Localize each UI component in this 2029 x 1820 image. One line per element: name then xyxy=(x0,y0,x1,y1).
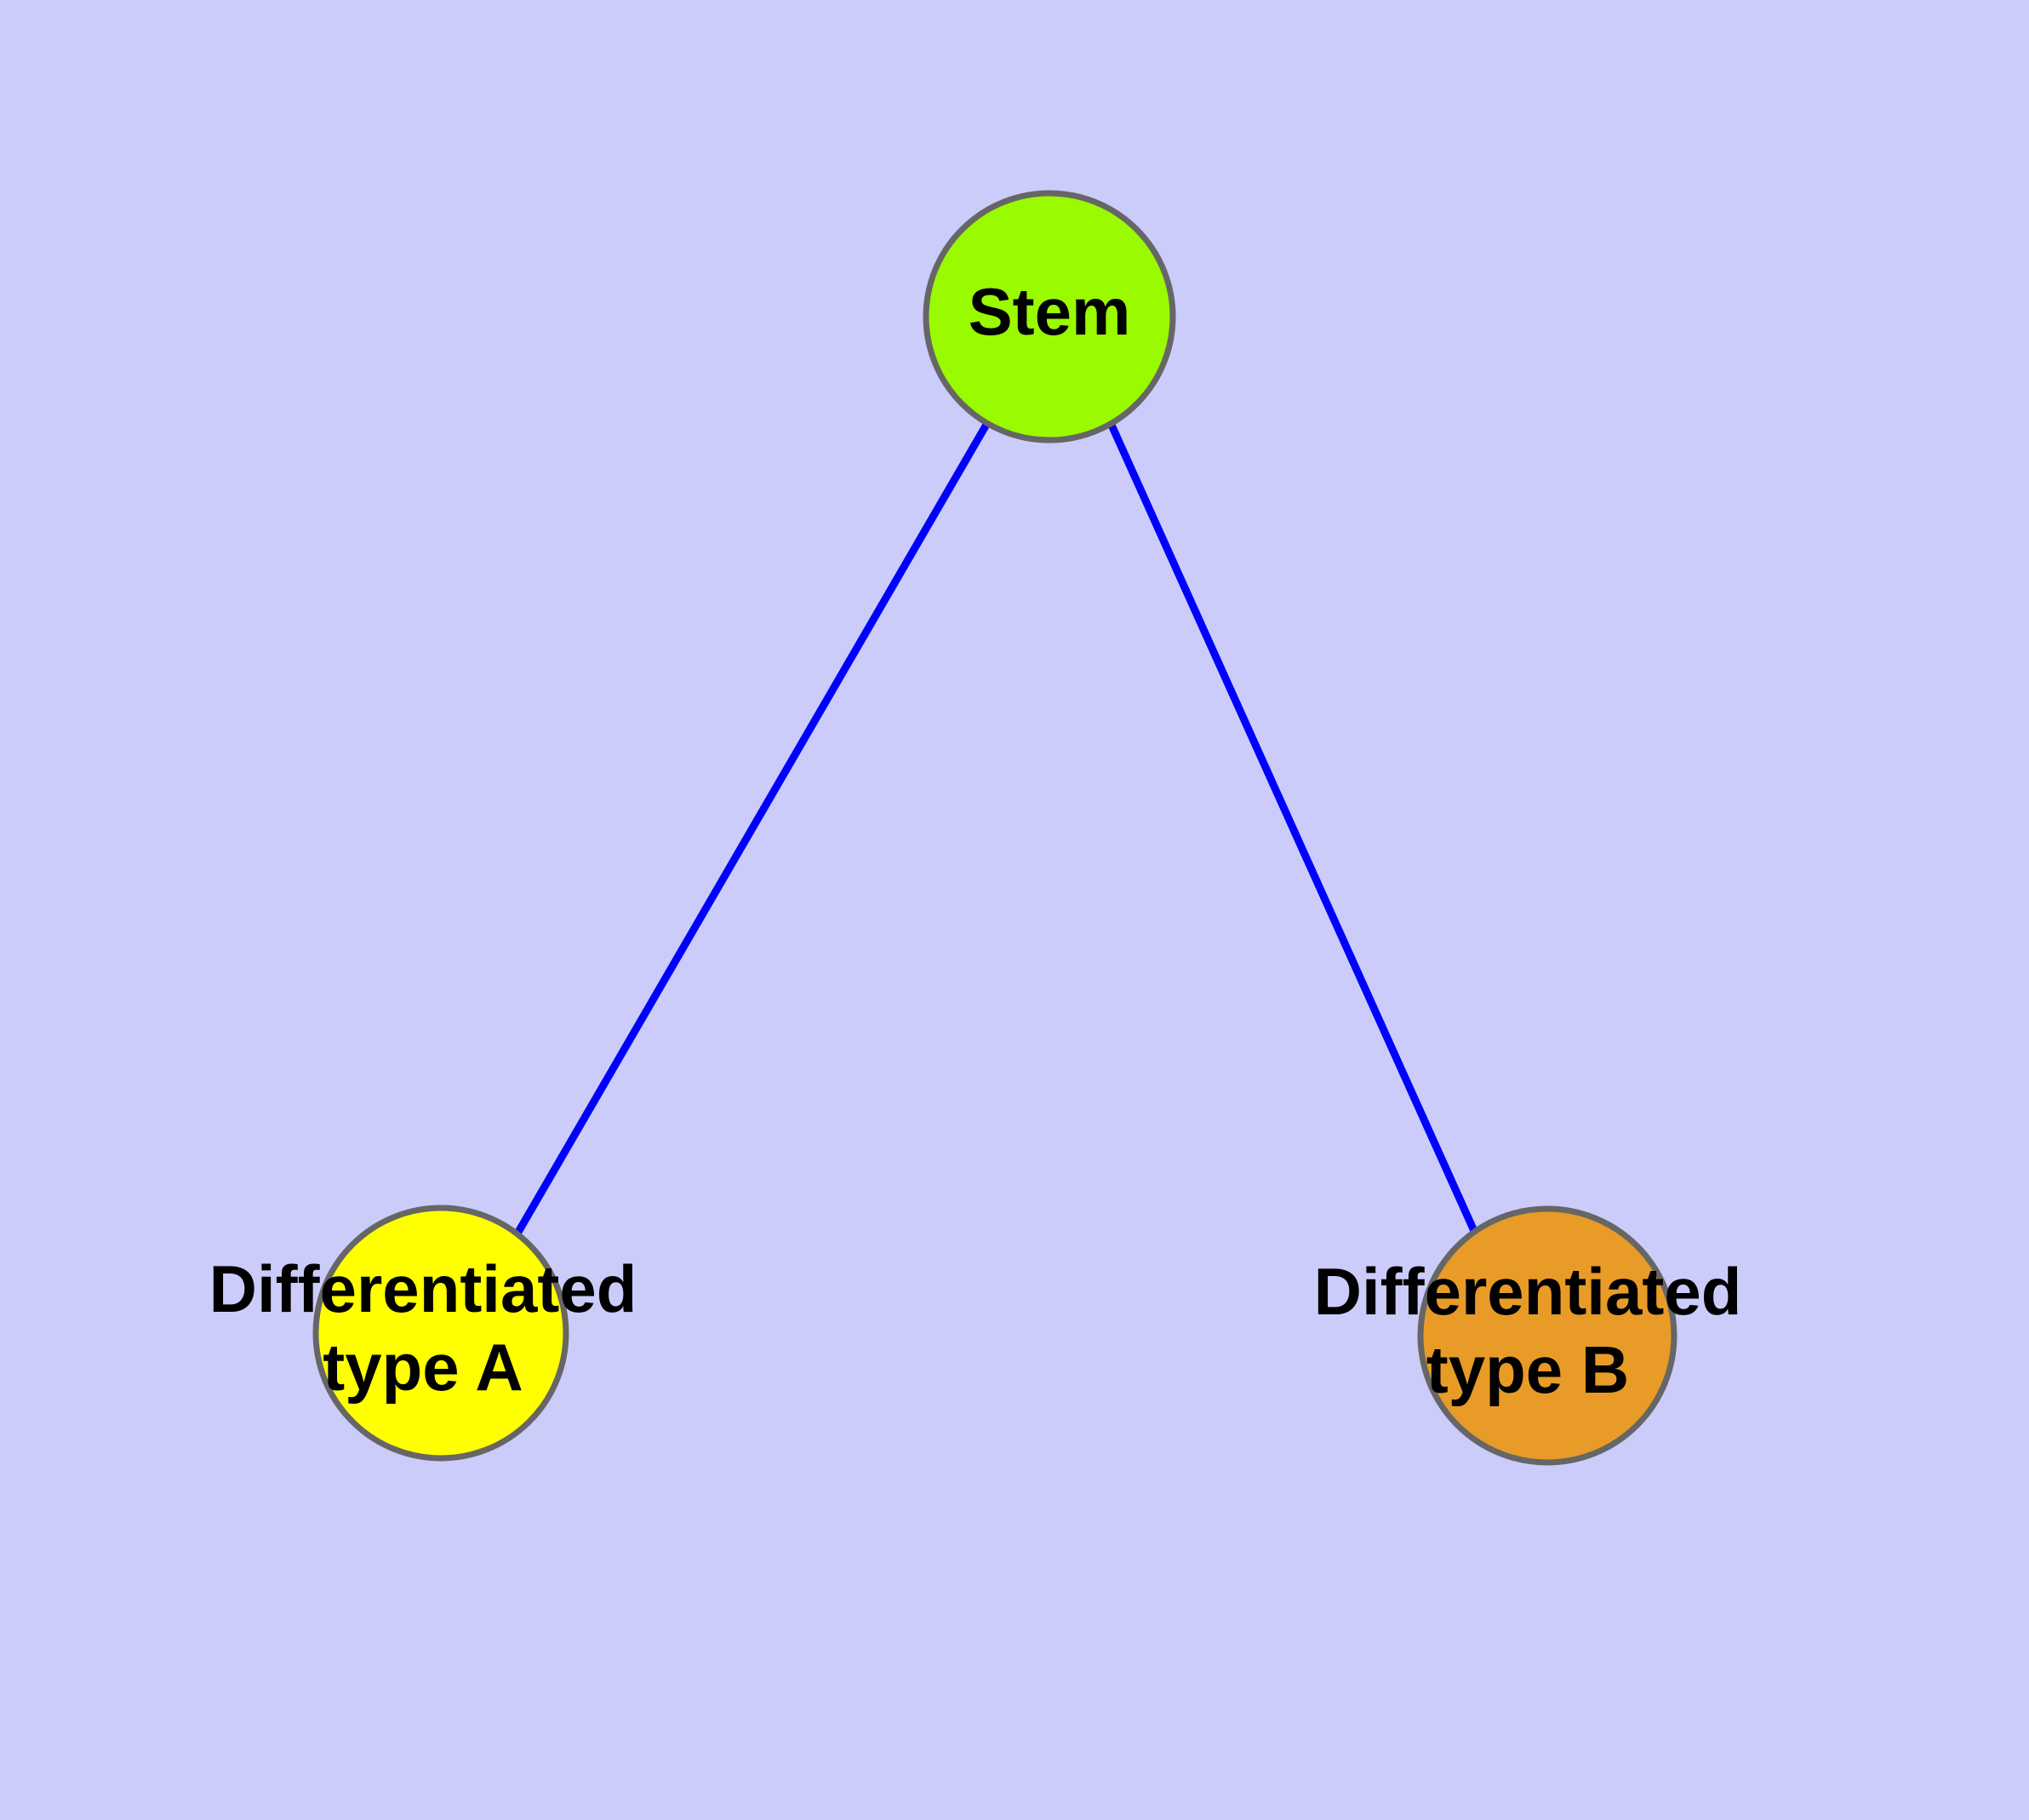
node-label-line: type B xyxy=(1426,1332,1629,1407)
node-label-line: Differentiated xyxy=(209,1251,637,1326)
edges-group xyxy=(514,421,1478,1236)
node-circle-stem[interactable] xyxy=(923,190,1176,444)
node-label-line: Stem xyxy=(969,274,1131,349)
node-label-line: type A xyxy=(323,1330,523,1405)
nodes-group xyxy=(312,190,1677,1466)
node-label-line: Differentiated xyxy=(1314,1254,1742,1329)
edge-stem-to-diff-b xyxy=(1106,421,1478,1233)
node-label-stem: Stem xyxy=(969,274,1131,349)
edge-stem-to-diff-a xyxy=(514,421,991,1236)
node-circle-diff-b[interactable] xyxy=(1417,1205,1677,1466)
node-circle-diff-a[interactable] xyxy=(312,1205,569,1462)
